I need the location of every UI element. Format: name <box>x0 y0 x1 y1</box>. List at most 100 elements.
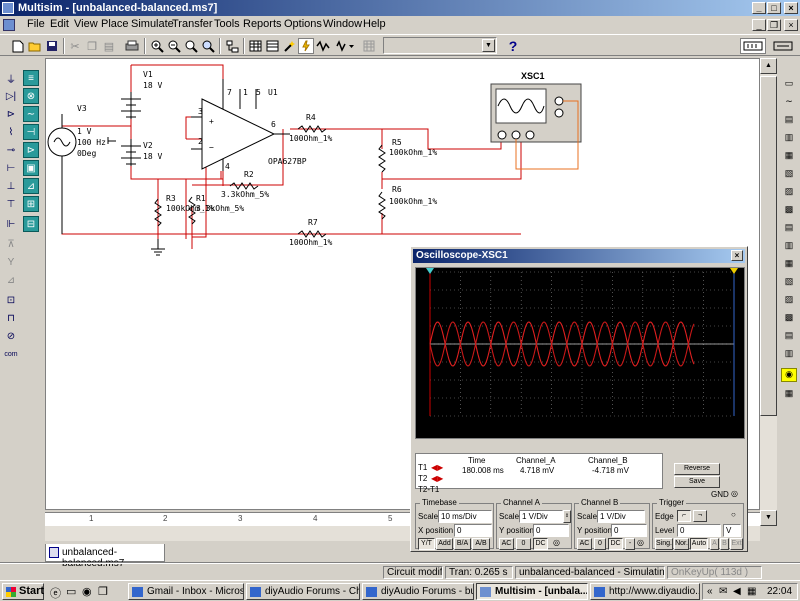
print-icon[interactable] <box>124 38 140 54</box>
stepper-icon[interactable]: ⇕ <box>563 510 571 523</box>
mdi-minimize-button[interactable]: _ <box>752 19 766 31</box>
open-folder-icon[interactable] <box>27 38 43 54</box>
maximize-button[interactable]: □ <box>767 2 781 14</box>
trigger-terminal-icon[interactable]: ○ <box>731 510 736 519</box>
save-button[interactable]: Save <box>674 476 720 488</box>
misc-symbol-icon[interactable]: ⊼ <box>7 238 15 250</box>
database-icon[interactable] <box>264 38 280 54</box>
postprocessor-icon[interactable] <box>361 38 377 54</box>
word-generator-icon[interactable]: ▩ <box>784 204 794 214</box>
save-icon[interactable] <box>44 38 60 54</box>
mode-add-button[interactable]: Add <box>436 538 453 550</box>
indicator-component-icon[interactable]: ⊳ <box>23 142 39 158</box>
zoom-fit-icon[interactable] <box>200 38 216 54</box>
tray-arrow-icon[interactable]: « <box>707 586 713 597</box>
trigger-level-unit[interactable]: V <box>723 524 741 537</box>
zoom-in-icon[interactable] <box>149 38 165 54</box>
mode-ab-button[interactable]: A/B <box>472 538 490 550</box>
agilent-multimeter-icon[interactable]: ▥ <box>784 348 794 358</box>
power-component-icon[interactable]: ⊢ <box>6 162 16 174</box>
scroll-down-icon[interactable]: ▼ <box>760 510 777 526</box>
zoom-out-icon[interactable] <box>166 38 182 54</box>
menu-reports[interactable]: Reports <box>243 18 282 30</box>
tray-mail-icon[interactable]: ✉ <box>719 586 728 597</box>
mode-ba-button[interactable]: B/A <box>454 538 471 550</box>
place-bus-icon[interactable]: ⊟ <box>23 216 39 232</box>
trigger-level-field[interactable]: 0 <box>677 524 721 537</box>
connector-icon[interactable]: ⊿ <box>6 274 16 286</box>
channel-a-terminal-icon[interactable]: ◎ <box>553 538 560 547</box>
zoom-scroll-icon[interactable]: ⊘ <box>6 330 16 342</box>
measurement-probe-icon[interactable]: ◉ <box>781 368 797 382</box>
frequency-counter-icon[interactable]: ▨ <box>784 186 794 196</box>
quicklaunch-explorer-icon[interactable]: ❐ <box>98 586 108 598</box>
task-multisim[interactable]: Multisim - [unbala... <box>476 583 588 600</box>
basic-component-icon[interactable]: ≡ <box>23 70 39 86</box>
trigger-rising-edge-icon[interactable]: ⌐ <box>677 510 691 522</box>
document-icon[interactable] <box>3 19 15 31</box>
quicklaunch-media-icon[interactable]: ◉ <box>82 586 92 598</box>
diode-component-icon[interactable]: ▷| <box>5 90 17 102</box>
in-use-list-combo[interactable]: ▼ <box>383 37 497 54</box>
ladder-component-icon[interactable]: ⊤ <box>6 198 16 210</box>
chevron-down-icon[interactable]: ▼ <box>482 39 495 52</box>
distortion-analyzer-icon[interactable]: ▧ <box>784 276 794 286</box>
t2-arrows-icon[interactable]: ◀▶ <box>431 474 444 483</box>
function-generator-icon[interactable]: ∼ <box>785 96 793 106</box>
trigger-source-ext-button[interactable]: Ext <box>730 538 743 550</box>
off-page-connector-icon[interactable]: ⊓ <box>7 312 15 324</box>
analog-component-icon[interactable]: ⊳ <box>6 108 16 120</box>
channel-b-ac-button[interactable]: AC <box>577 538 592 550</box>
toggle-view-icon[interactable] <box>740 38 766 54</box>
cut-icon[interactable]: ✂ <box>70 40 80 53</box>
new-file-icon[interactable] <box>10 38 26 54</box>
trigger-auto-button[interactable]: Auto <box>690 538 708 550</box>
scope-display[interactable] <box>415 267 745 439</box>
timebase-xpos-field[interactable]: 0 <box>454 524 492 537</box>
ttl-component-icon[interactable]: ∼ <box>23 106 39 122</box>
hierarchical-connector-icon[interactable]: ⊡ <box>6 294 16 306</box>
iv-analyzer-icon[interactable]: ▦ <box>784 258 794 268</box>
channel-a-scale-field[interactable]: 1 V/Div <box>519 510 563 523</box>
channel-a-ypos-field[interactable]: 0 <box>533 524 569 537</box>
mdi-close-button[interactable]: × <box>784 19 798 31</box>
agilent-generator-icon[interactable]: ▤ <box>784 330 794 340</box>
document-tab[interactable]: unbalanced-balanced.ms7 <box>45 544 165 569</box>
logic-converter-icon[interactable]: ▥ <box>784 240 794 250</box>
electromechanical-icon[interactable]: ⊿ <box>23 178 39 194</box>
spreadsheet-icon[interactable] <box>247 38 263 54</box>
network-analyzer-icon[interactable]: ▩ <box>784 312 794 322</box>
hierarchical-block-icon[interactable]: ⊞ <box>23 196 39 212</box>
channel-b-ypos-field[interactable]: 0 <box>611 524 647 537</box>
quicklaunch-ie-icon[interactable]: ⓔ <box>50 588 61 600</box>
component-wizard-icon[interactable] <box>281 38 297 54</box>
oscilloscope-close-button[interactable]: × <box>731 250 743 261</box>
multimeter-icon[interactable]: ▭ <box>784 78 794 88</box>
misc-component-icon[interactable]: ▣ <box>23 160 39 176</box>
spectrum-analyzer-icon[interactable]: ▨ <box>784 294 794 304</box>
menu-edit[interactable]: Edit <box>50 18 69 30</box>
simulate-switch-icon[interactable] <box>298 38 314 54</box>
channel-b-scale-field[interactable]: 1 V/Div <box>597 510 645 523</box>
instrument-panel-icon[interactable] <box>770 38 796 54</box>
com-icon[interactable]: com <box>4 350 18 358</box>
task-diyaudio-3[interactable]: http://www.diyaudio.... <box>590 583 700 600</box>
antenna-icon[interactable]: Y <box>7 256 15 268</box>
trigger-source-b-button[interactable]: B <box>720 538 729 550</box>
paste-icon[interactable]: ▤ <box>103 40 115 53</box>
channel-b-zero-button[interactable]: 0 <box>594 538 606 550</box>
four-channel-scope-icon[interactable]: ▦ <box>784 150 794 160</box>
quicklaunch-desktop-icon[interactable]: ▭ <box>66 586 77 598</box>
reverse-button[interactable]: Reverse <box>674 463 720 475</box>
task-gmail[interactable]: Gmail - Inbox - Micros... <box>128 583 244 600</box>
mixed-component-icon[interactable]: ⊸ <box>6 144 16 156</box>
trigger-source-a-button[interactable]: A <box>710 538 719 550</box>
scroll-up-icon[interactable]: ▲ <box>760 58 777 74</box>
bus-component-icon[interactable]: ⊩ <box>6 218 16 230</box>
grapher-icon[interactable] <box>315 38 331 54</box>
hierarchy-icon[interactable] <box>224 38 240 54</box>
zoom-area-icon[interactable] <box>183 38 199 54</box>
tray-volume-icon[interactable]: ◀ <box>733 586 741 597</box>
mode-yt-button[interactable]: Y/T <box>418 538 435 550</box>
channel-a-dc-button[interactable]: DC <box>533 538 548 550</box>
